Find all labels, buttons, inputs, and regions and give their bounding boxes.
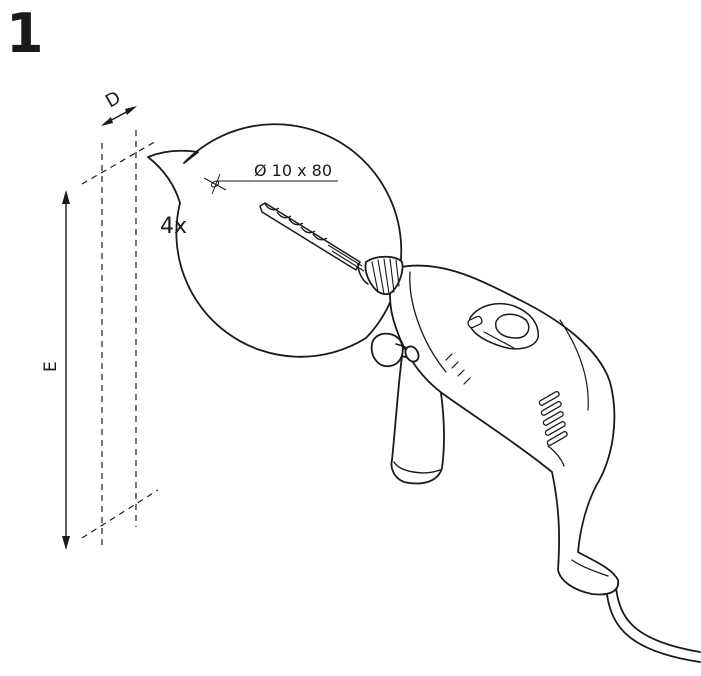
- power-cord: [605, 587, 701, 663]
- drill-bit: [259, 202, 365, 272]
- mode-switch: [495, 313, 530, 339]
- height-dimension: E: [41, 190, 70, 550]
- power-drill: [357, 255, 701, 663]
- depth-label: D: [102, 87, 125, 112]
- callout-bubble: [147, 123, 403, 358]
- hole-spec-label: Ø 10 x 80: [254, 161, 332, 180]
- quantity-label: 4x: [160, 214, 187, 239]
- vent-slots: [538, 391, 568, 446]
- step-number: 1: [6, 2, 44, 65]
- side-handle: [390, 355, 445, 485]
- height-label: E: [41, 361, 61, 372]
- hole-marker: [203, 173, 338, 195]
- drill-body: [389, 264, 620, 596]
- handle-knob: [370, 332, 404, 368]
- front-vents: [445, 353, 471, 385]
- wall-outline: [81, 130, 159, 549]
- depth-dimension: D: [101, 87, 137, 126]
